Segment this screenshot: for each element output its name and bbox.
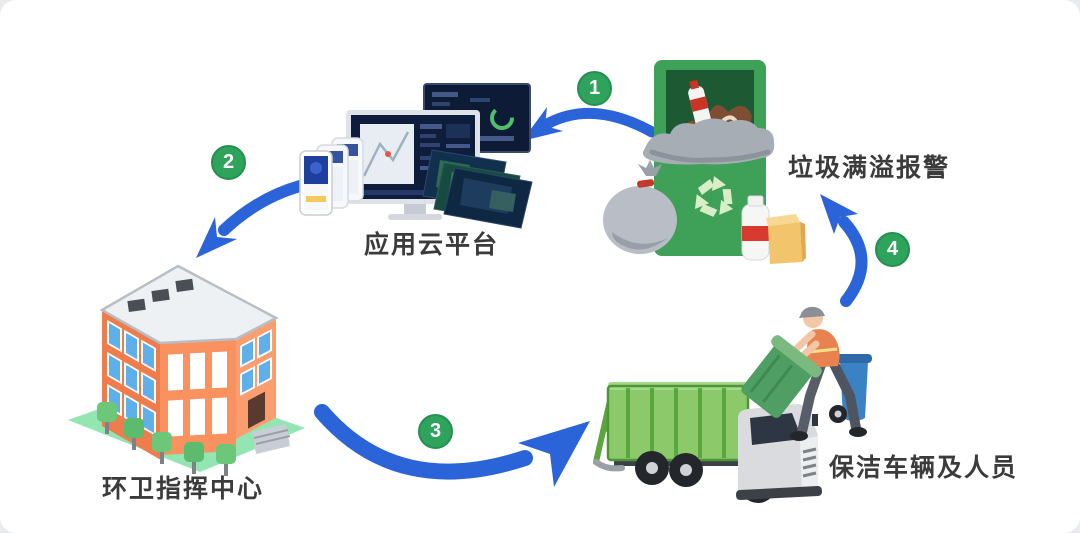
overflowing-garbage-bin-illustration: [603, 60, 806, 264]
phones-icon: [299, 137, 364, 216]
step-badge-3: 3: [418, 414, 453, 449]
carton-box-icon: [766, 214, 806, 264]
trees: [97, 402, 236, 476]
flow-arrow-4: [820, 194, 868, 307]
rooftop-ac-units: [127, 278, 194, 313]
label-cleaning-vehicles-personnel: 保洁车辆及人员: [829, 454, 1019, 482]
flow-arrow-3: [314, 404, 590, 487]
green-bin-icon: [741, 335, 822, 418]
plastic-bottle-icon: [741, 195, 770, 261]
cloud-platform-illustration: [299, 83, 533, 229]
garbage-truck-illustration: [593, 306, 872, 503]
flow-arrow-2: [196, 180, 306, 258]
step-badge-4: 4: [875, 232, 910, 267]
trash-bag-icon: [603, 160, 677, 254]
label-sanitation-command-center: 环卫指挥中心: [102, 475, 265, 503]
step-badge-1: 1: [577, 71, 612, 106]
step-badge-2: 2: [211, 145, 246, 180]
label-garbage-overflow-alarm: 垃圾满溢报警: [788, 154, 951, 182]
command-center-illustration: [68, 264, 305, 476]
label-cloud-platform: 应用云平台: [364, 231, 500, 259]
tablets-icon: [422, 149, 533, 229]
flow-arrow-1: [522, 107, 658, 141]
